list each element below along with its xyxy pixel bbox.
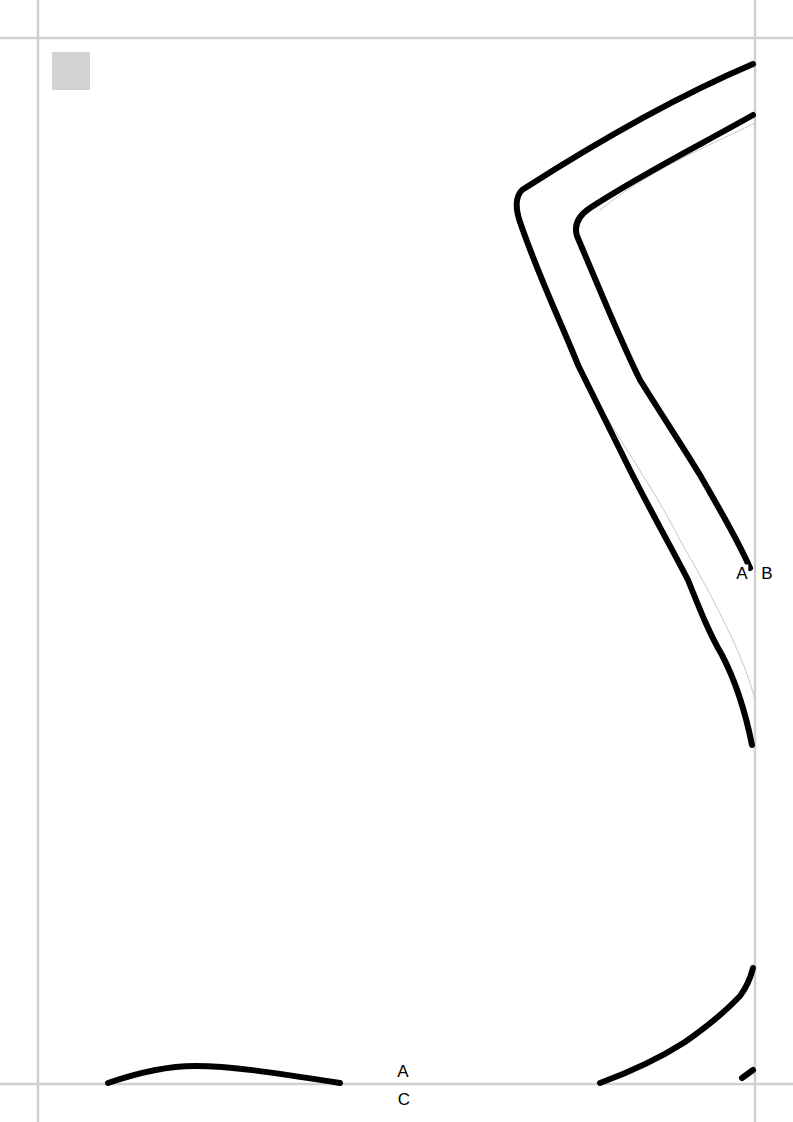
trim-line	[37, 0, 40, 1122]
match-letter: A	[396, 1063, 409, 1080]
match-letter: A	[735, 565, 748, 582]
seam-guide	[600, 123, 755, 210]
trim-line	[754, 0, 757, 1122]
match-letter: C	[397, 1091, 411, 1108]
page-marker	[52, 52, 90, 90]
trim-line	[0, 1083, 793, 1086]
outer-cutting-line	[742, 1070, 753, 1078]
outer-cutting-line	[517, 64, 754, 745]
outer-cutting-line	[108, 1066, 340, 1083]
match-letter: B	[760, 565, 773, 582]
trim-line	[0, 37, 793, 40]
inner-stitching-line	[576, 115, 753, 568]
outer-cutting-line	[600, 968, 753, 1083]
